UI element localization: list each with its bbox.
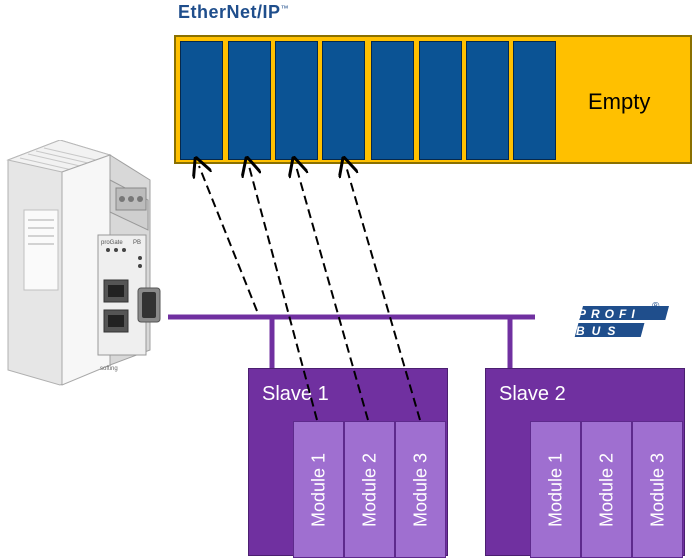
slave-1-module-3: Module 3 [395, 421, 446, 558]
registered-mark: ® [652, 301, 660, 312]
eip-slot-5 [371, 41, 414, 160]
empty-label: Empty [588, 89, 651, 114]
eip-slot-4 [322, 41, 365, 160]
eip-slot-2 [228, 41, 271, 160]
device-product-text: proGate [101, 240, 123, 246]
ethernet-ip-logo: EtherNet/IP™ [178, 2, 289, 23]
ethernet-ip-logo-text: EtherNet/IP [178, 2, 281, 22]
slave-1-module-1: Module 1 [293, 421, 344, 558]
mapping-arrow-3 [346, 166, 421, 421]
slave-2-module-1: Module 1 [530, 421, 581, 558]
profibus-logo-line2: BUS [576, 324, 622, 338]
mapping-arrow-1b [249, 166, 318, 421]
eip-slot-8 [513, 41, 556, 160]
ethernet-ip-data-image: Empty [174, 35, 692, 164]
profibus-logo: PROFI BUS ® [574, 301, 670, 338]
trademark-mark: ™ [280, 4, 290, 13]
profibus-logo-line1: PROFI [578, 307, 640, 321]
device-variant-text: PB [133, 240, 141, 246]
slave-1-module-2: Module 2 [344, 421, 395, 558]
gateway-device-illustration: proGate PB softing [6, 140, 161, 386]
slave-2: Slave 2 Module 1 Module 2 Module 3 [485, 368, 685, 558]
slave-2-label: Slave 2 [499, 383, 566, 405]
slave-2-module-3: Module 3 [632, 421, 683, 558]
mapping-arrow-1a [199, 166, 258, 312]
eip-slot-6 [419, 41, 462, 160]
mapping-arrow-2 [296, 166, 369, 421]
device-brand-text: softing [100, 366, 118, 372]
slave-2-module-2: Module 2 [581, 421, 632, 558]
eip-slot-7 [466, 41, 509, 160]
eip-slot-3 [275, 41, 318, 160]
